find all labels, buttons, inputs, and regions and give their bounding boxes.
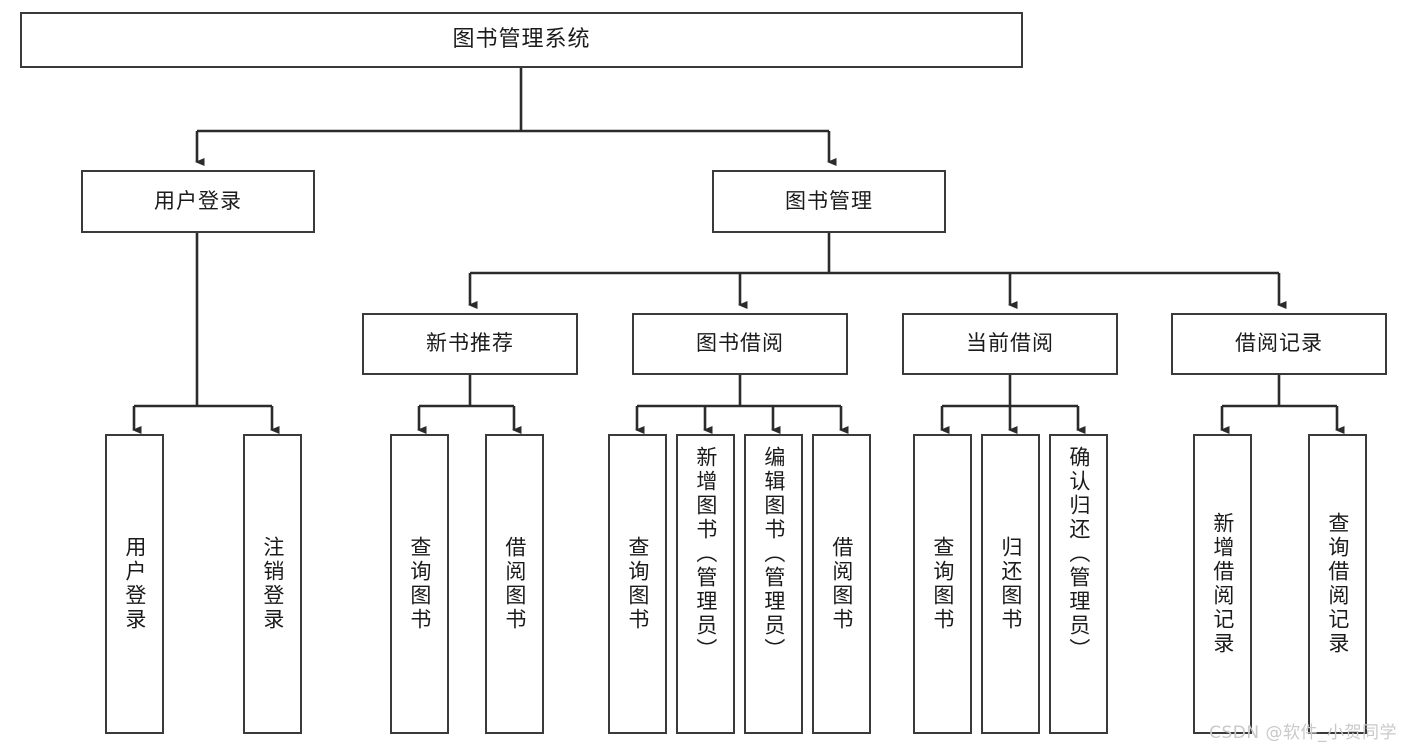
node-root-label: 图书管理系统 (452, 26, 591, 52)
leaf-book-borrow-query-book[interactable]: 查询图书 (608, 434, 667, 734)
leaf-borrow-record-add-record[interactable]: 新增借阅记录 (1193, 434, 1252, 734)
leaf-book-borrow-add-book-admin[interactable]: 新增图书（管理员） (676, 434, 735, 734)
node-book-management-label: 图书管理 (785, 188, 873, 213)
leaf-user-login-login[interactable]: 用户登录 (105, 434, 164, 734)
node-new-book-recommend[interactable]: 新书推荐 (362, 313, 578, 375)
leaf-label: 确认归还（管理员） (1066, 446, 1091, 662)
leaf-user-login-logout[interactable]: 注销登录 (243, 434, 302, 734)
leaf-label: 查询图书 (407, 536, 432, 632)
leaf-borrow-record-query-record[interactable]: 查询借阅记录 (1308, 434, 1367, 734)
leaf-label: 查询图书 (930, 536, 955, 632)
node-root[interactable]: 图书管理系统 (20, 12, 1023, 68)
leaf-label: 用户登录 (122, 536, 147, 632)
node-borrow-record[interactable]: 借阅记录 (1171, 313, 1387, 375)
node-current-borrow[interactable]: 当前借阅 (902, 313, 1118, 375)
leaf-current-borrow-confirm-return-admin[interactable]: 确认归还（管理员） (1049, 434, 1108, 734)
leaf-label: 归还图书 (998, 536, 1023, 632)
leaf-label: 编辑图书（管理员） (761, 446, 786, 662)
leaf-current-borrow-query-book[interactable]: 查询图书 (913, 434, 972, 734)
leaf-label: 借阅图书 (502, 536, 527, 632)
leaf-new-book-borrow-book[interactable]: 借阅图书 (485, 434, 544, 734)
leaf-label: 借阅图书 (829, 536, 854, 632)
leaf-new-book-query-book[interactable]: 查询图书 (390, 434, 449, 734)
watermark: CSDN @软件_小贺同学 (1209, 723, 1397, 743)
node-book-borrow[interactable]: 图书借阅 (632, 313, 848, 375)
node-current-borrow-label: 当前借阅 (966, 331, 1054, 356)
leaf-label: 查询图书 (625, 536, 650, 632)
leaf-label: 新增借阅记录 (1210, 512, 1235, 656)
leaf-book-borrow-edit-book-admin[interactable]: 编辑图书（管理员） (744, 434, 803, 734)
node-borrow-record-label: 借阅记录 (1235, 331, 1323, 356)
leaf-book-borrow-borrow-book[interactable]: 借阅图书 (812, 434, 871, 734)
node-book-borrow-label: 图书借阅 (696, 331, 784, 356)
leaf-current-borrow-return-book[interactable]: 归还图书 (981, 434, 1040, 734)
leaf-label: 查询借阅记录 (1325, 512, 1350, 656)
node-book-management[interactable]: 图书管理 (712, 170, 946, 233)
leaf-label: 新增图书（管理员） (693, 446, 718, 662)
node-new-book-recommend-label: 新书推荐 (426, 331, 514, 356)
leaf-label: 注销登录 (260, 536, 285, 632)
node-user-login-label: 用户登录 (154, 188, 242, 213)
node-user-login[interactable]: 用户登录 (81, 170, 315, 233)
